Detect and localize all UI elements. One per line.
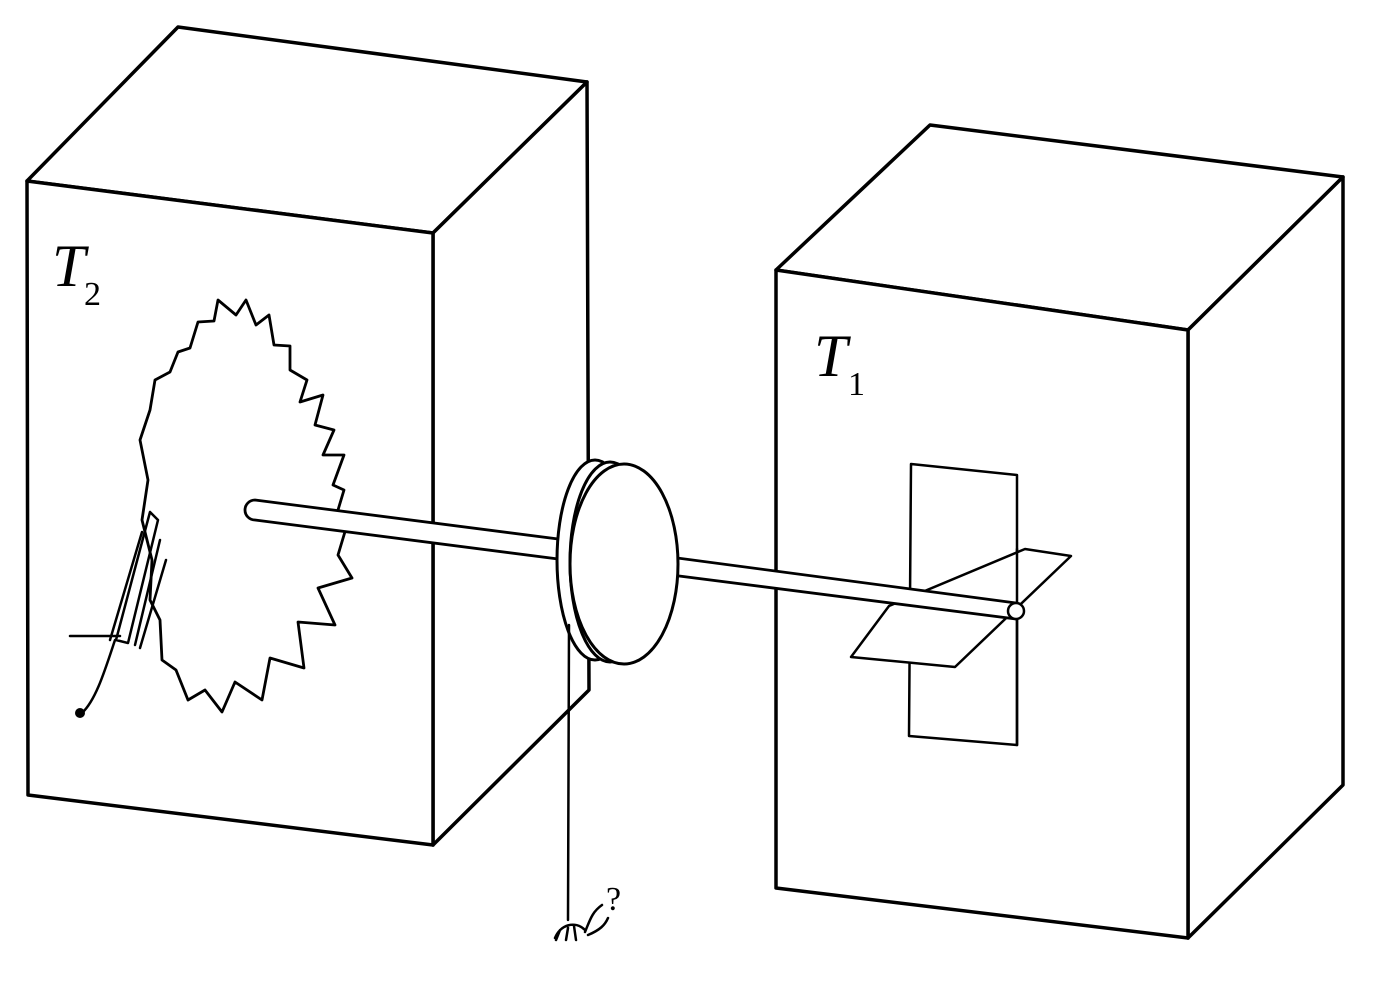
pawl [108,510,168,650]
axle-left-segment [243,498,568,562]
label-t1-subscript: 1 [848,366,865,403]
pulley-front-disk [568,462,680,666]
pawl-pivot [75,708,85,718]
pawl-spring [68,634,122,715]
axle [243,498,1026,621]
label-t2: T 2 [52,233,101,313]
label-t2-subscript: 2 [84,276,101,313]
label-t1-main: T [814,323,851,389]
box-t1 [774,123,1345,940]
bug-icon [553,903,610,942]
question-mark: ? [606,881,621,918]
string-line [566,623,571,922]
label-t2-main: T [52,233,89,299]
label-t1: T 1 [814,323,865,403]
axle-end [1006,601,1026,621]
pulley [555,458,680,666]
hanging-string: ? [553,623,621,942]
